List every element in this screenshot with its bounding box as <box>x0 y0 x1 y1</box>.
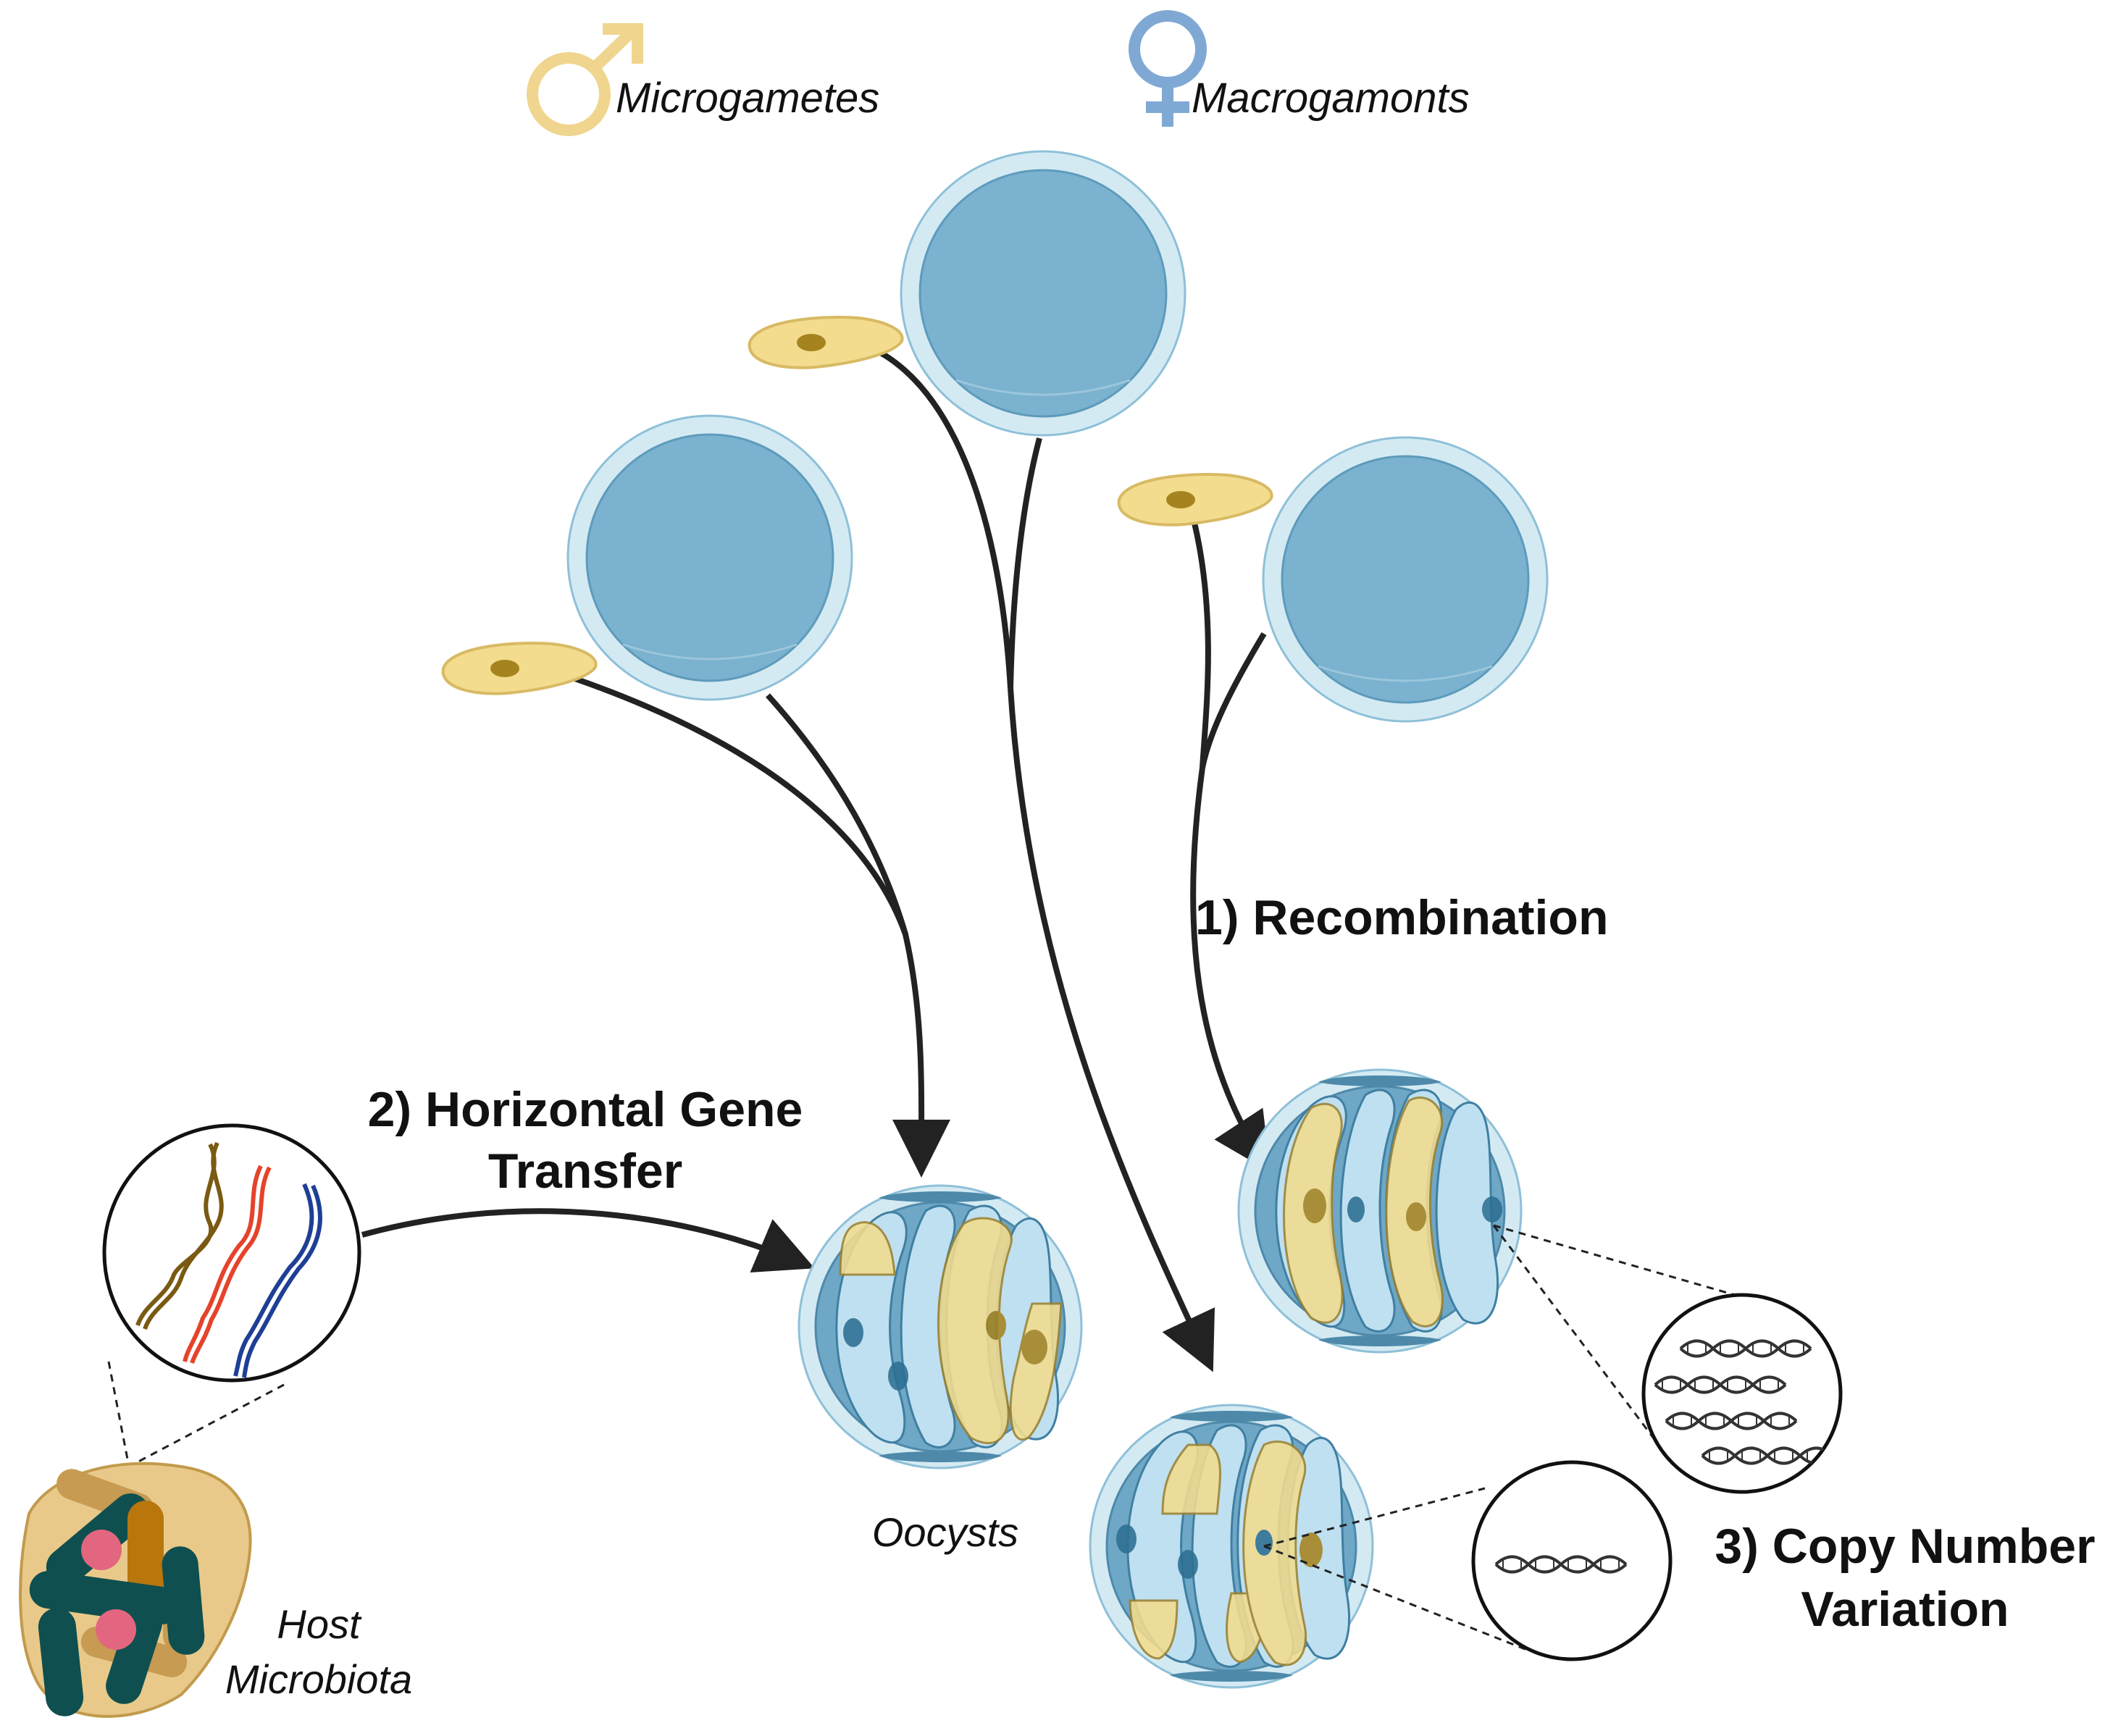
dna-inset-hgt <box>102 1123 361 1383</box>
host-label-line1: Host <box>277 1601 362 1647</box>
male-symbol-icon <box>527 23 643 136</box>
microgamete-top <box>748 316 904 369</box>
dna-inset-cnv-small <box>1471 1460 1673 1661</box>
arrow-hgt <box>361 1208 815 1273</box>
host-label-line2: Microbiota <box>225 1656 412 1702</box>
fertilization-arrows <box>361 341 1271 1372</box>
arrow-right-microgamete <box>1191 519 1211 768</box>
arrow-top-macrogamont <box>1008 437 1042 689</box>
host-microbiota-cluster <box>19 1462 252 1718</box>
arrow-right-macrogamont <box>1200 632 1267 768</box>
macrogamont-top <box>900 150 1186 437</box>
cnv-label-line1: 3) Copy Number <box>1715 1519 2095 1574</box>
female-symbol-icon <box>1129 10 1207 127</box>
macrogamonts-label: Macrogamonts <box>1192 75 1470 122</box>
arrow-left-microgamete <box>548 667 925 1163</box>
oocyst-right <box>1237 1068 1523 1354</box>
oocysts-label: Oocysts <box>872 1509 1018 1555</box>
callout-lines <box>107 1224 1736 1651</box>
microgamete-left <box>441 642 598 695</box>
macrogamont-left <box>566 414 853 701</box>
arrow-top-microgamete <box>861 341 1013 689</box>
hgt-label-line2: Transfer <box>488 1144 682 1199</box>
macrogamont-right <box>1262 436 1549 723</box>
dna-inset-cnv-large <box>1641 1293 1843 1494</box>
hgt-label-line1: 2) Horizontal Gene <box>368 1082 803 1137</box>
microgamete-right <box>1117 473 1273 527</box>
sporozoite-tints <box>839 1096 1502 1666</box>
cnv-label-line2: Variation <box>1801 1582 2009 1637</box>
microgametes-label: Microgametes <box>616 75 879 122</box>
recombination-label: 1) Recombination <box>1195 890 1609 945</box>
